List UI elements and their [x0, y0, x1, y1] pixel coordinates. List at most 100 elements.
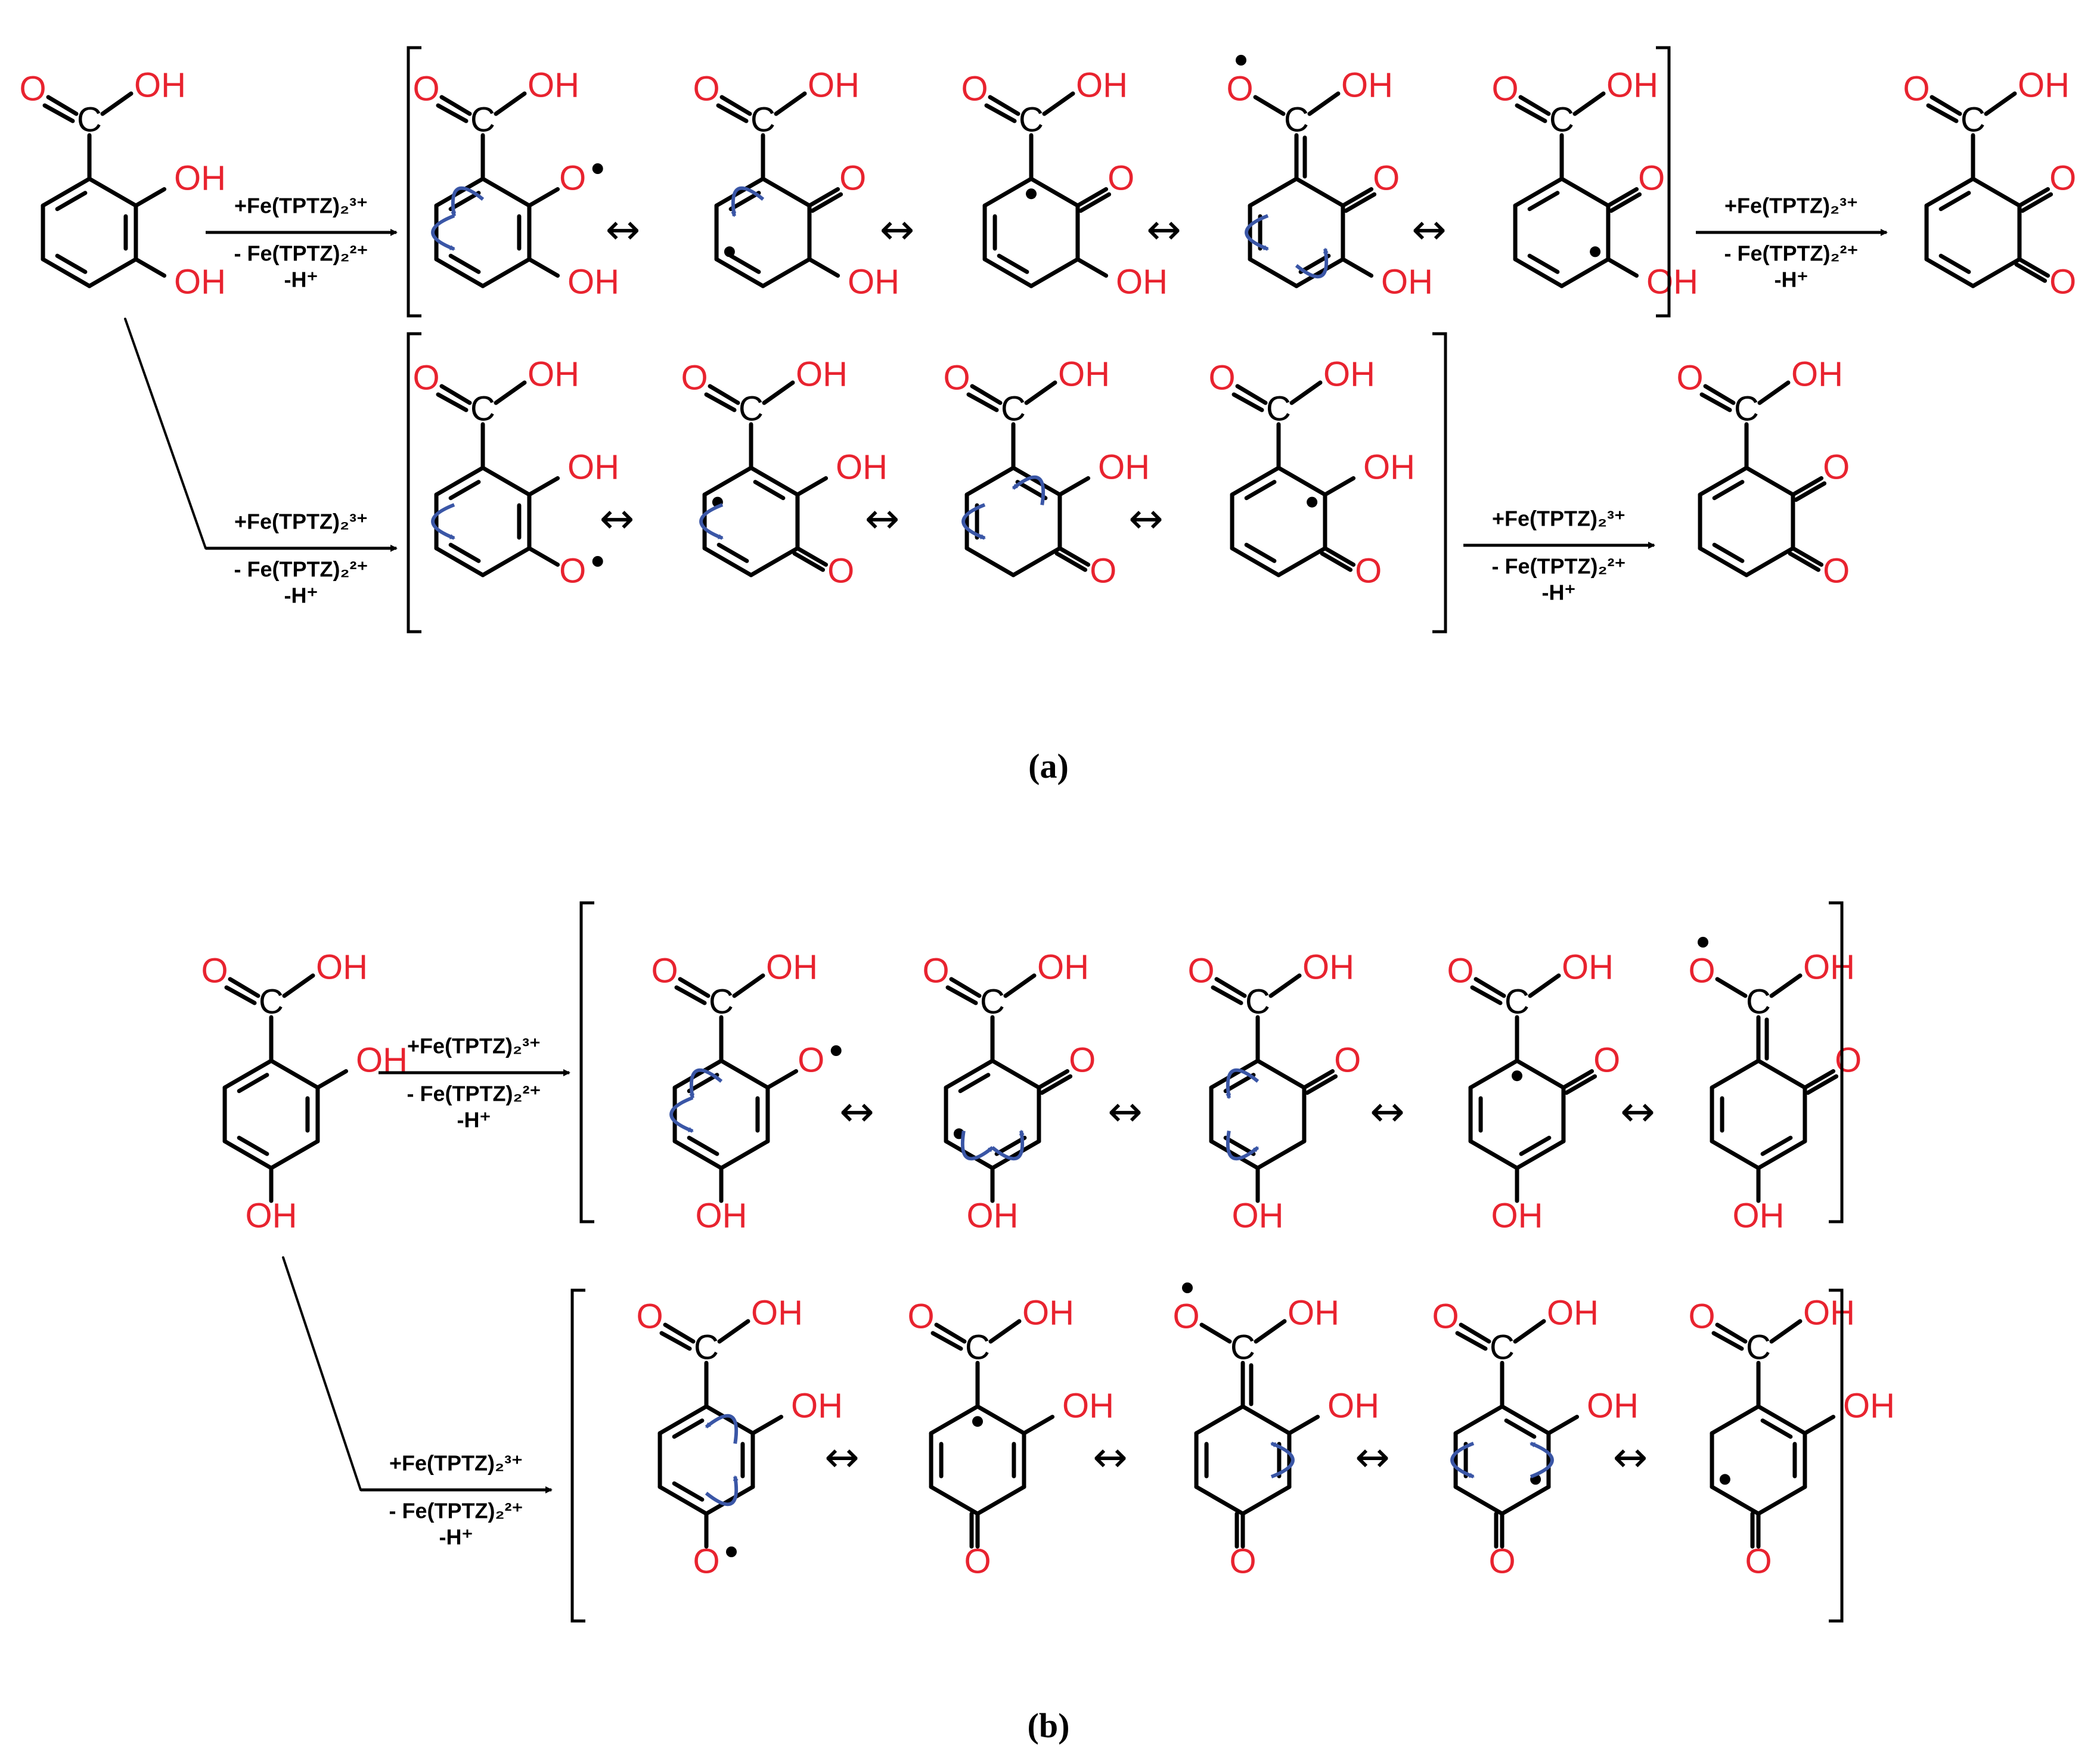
resonance-arrow: ↔: [1613, 1433, 1648, 1482]
left-bracket: [407, 46, 421, 318]
substituent-bond: [134, 187, 167, 208]
electron-arrow: [1270, 1442, 1295, 1479]
ring-bond: [761, 257, 812, 288]
oxy-radical-label: O: [559, 551, 586, 590]
ring-bond: [1194, 1485, 1245, 1516]
carboxyl-hydroxyl-label: OH: [1803, 1293, 1855, 1332]
reagent-proton-label: -H⁺: [1775, 268, 1808, 292]
carbon-label: C: [694, 1328, 719, 1367]
ketone-double-bond: [1320, 551, 1353, 572]
carboxyl-hydroxyl-label: OH: [1288, 1293, 1339, 1332]
ketone-double-bond: [1305, 1074, 1338, 1095]
ring-bond: [434, 465, 485, 497]
ring-bond: [1276, 546, 1327, 577]
hydroxyl-bond: [282, 973, 315, 998]
carbonyl-bond: [708, 384, 740, 405]
substituent-bond: [1546, 1415, 1580, 1436]
hydroxyl-label: OH: [848, 262, 899, 301]
ring-bond: [1240, 1404, 1292, 1436]
ring-bond: [1513, 257, 1564, 288]
carbonyl-oxygen-label: O: [1432, 1297, 1459, 1336]
ring-double-bond: [1938, 191, 1971, 212]
resonance-arrow: ↔: [600, 494, 635, 543]
reagent-minus-label: - Fe(TPTZ)₂²⁺: [1724, 241, 1859, 266]
ketone-double-bond: [1078, 192, 1112, 213]
ketone-double-bond: [792, 551, 826, 572]
hydroxyl-label: OH: [1381, 262, 1433, 301]
carbonyl-oxygen-label: O: [1447, 951, 1474, 990]
ring-double-bond: [55, 191, 88, 212]
ketone-oxygen-label: O: [964, 1542, 991, 1580]
electron-arrow: [1295, 247, 1329, 279]
ring-bond: [1468, 1139, 1519, 1170]
electron-arrow: [669, 1096, 694, 1133]
ring-bond: [1698, 546, 1749, 577]
ketone-double-bond: [1344, 192, 1377, 213]
ring-double-bond: [1504, 1418, 1537, 1439]
carbonyl-bond: [1474, 977, 1506, 998]
carbonyl-oxygen-label: O: [907, 1297, 934, 1336]
substituent-bond: [1323, 546, 1356, 567]
carboxyl-hydroxyl-label: OH: [1803, 948, 1855, 986]
resonance-arrow: ↔: [880, 205, 915, 254]
carboxyl-hydroxyl-label: OH: [134, 66, 186, 104]
bracket-pair: [407, 332, 1447, 633]
resonance-arrow: ↔: [1146, 205, 1181, 254]
reagent-plus-label: +Fe(TPTZ)₂³⁺: [1492, 507, 1626, 531]
ring-double-bond: [1244, 480, 1277, 501]
reaction-arrow: +Fe(TPTZ)₂³⁺- Fe(TPTZ)₂²⁺-H⁺: [1696, 194, 1888, 292]
carbon-label: C: [1960, 100, 1986, 139]
carboxyl-hydroxyl-label: OH: [1562, 948, 1614, 986]
hydroxyl-label: OH: [1327, 1386, 1379, 1425]
hydroxyl-label: OH: [1232, 1196, 1284, 1235]
hydroxyl-label: OH: [1733, 1196, 1785, 1235]
reagent-plus-label: +Fe(TPTZ)₂³⁺: [407, 1034, 541, 1058]
ketone-double-bond: [1054, 551, 1088, 572]
ring-bond: [1468, 1058, 1519, 1090]
radical-dot: [830, 1045, 842, 1056]
ring-bond: [1971, 176, 2022, 208]
substituent-bond: [527, 476, 560, 497]
ketone-double-bond: [1806, 1074, 1839, 1095]
reagent-plus-label: +Fe(TPTZ)₂³⁺: [234, 194, 368, 218]
hydroxyl-label: OH: [836, 448, 888, 486]
reagent-proton-label: -H⁺: [1542, 580, 1576, 605]
ketone-oxygen-label: O: [1823, 448, 1850, 486]
hydroxyl-label: OH: [1587, 1386, 1639, 1425]
reaction-arrow: +Fe(TPTZ)₂³⁺- Fe(TPTZ)₂²⁺-H⁺: [1463, 507, 1655, 605]
ring-bond: [929, 1404, 980, 1436]
substituent-bond: [1341, 257, 1374, 278]
ring-double-bond: [728, 253, 761, 274]
hydroxyl-label: OH: [174, 262, 226, 301]
carbonyl-bond: [1235, 384, 1268, 405]
carbonyl-double-bond: [224, 985, 257, 1005]
ring-bond: [704, 1404, 755, 1436]
ring-bond: [1294, 257, 1345, 288]
ring-double-bond: [1015, 480, 1048, 501]
hydroxyl-bond: [1254, 1319, 1287, 1344]
substituent-bond: [2017, 187, 2051, 208]
ring-bond: [1248, 257, 1299, 288]
ketone-oxygen-label: O: [1823, 551, 1850, 590]
ketone-oxygen-label: O: [1355, 551, 1382, 590]
carbonyl-oxygen-label: O: [1491, 69, 1518, 108]
substituent-bond: [527, 187, 560, 208]
ring-bond: [749, 465, 800, 497]
carbonyl-oxygen-label: O: [693, 69, 719, 108]
carbonyl-bond: [1703, 384, 1736, 405]
ring-bond: [434, 546, 485, 577]
hydroxyl-bond: [100, 91, 134, 116]
resonance-arrow: ↔: [606, 205, 641, 254]
ring-bond: [702, 465, 753, 497]
carbonyl-bond: [439, 95, 472, 116]
hydroxyl-label: OH: [174, 159, 226, 197]
substituent-bond: [807, 187, 840, 208]
ring-double-bond: [1223, 1135, 1256, 1156]
electron-arrow: [705, 1475, 739, 1507]
electron-arrow: [731, 186, 765, 218]
resonance-arrow: ↔: [824, 1433, 860, 1482]
carbon-label: C: [1284, 100, 1309, 139]
